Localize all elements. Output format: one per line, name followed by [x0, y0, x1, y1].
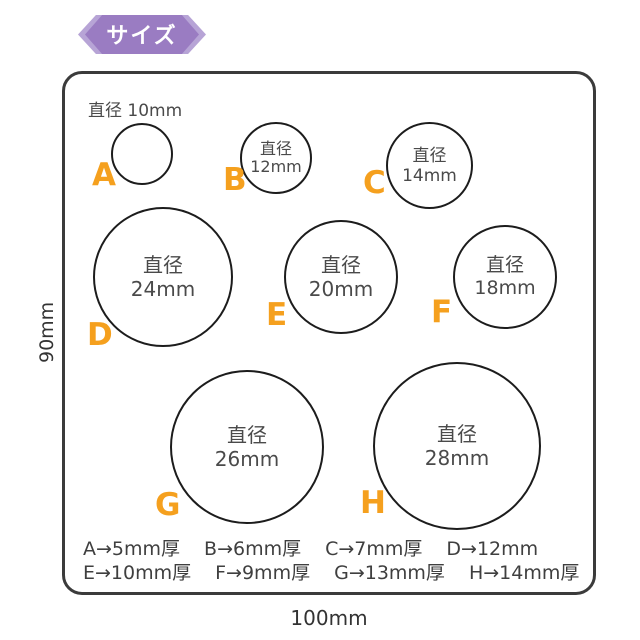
circle-d-letter: D [87, 317, 113, 353]
circle-d-size-label-line2: 24mm [130, 277, 196, 301]
legend-item-a: A→5mm厚 [83, 538, 181, 560]
circle-d: 直径 24mm [93, 207, 233, 347]
legend-item-g: G→13mm厚 [334, 562, 445, 584]
circle-f-size-label-line2: 18mm [474, 277, 536, 299]
circle-h-letter: H [360, 485, 386, 521]
legend-item-h: H→14mm厚 [468, 562, 580, 584]
circle-b-size-label-line2: 12mm [250, 157, 302, 176]
circle-e-size-label-line2: 20mm [308, 277, 374, 301]
circle-c-size-label-line1: 直径 [412, 145, 447, 166]
legend-item-b: B→6mm厚 [204, 538, 302, 560]
circle-f-letter: F [431, 294, 453, 330]
circle-h-size-label-line2: 28mm [424, 446, 490, 470]
thickness-legend-row-1: A→5mm厚 B→6mm厚 C→7mm厚 D→12mm [83, 537, 579, 561]
thickness-legend-row-2: E→10mm厚 F→9mm厚 G→13mm厚 H→14mm厚 [83, 561, 579, 585]
circle-g: 直径 26mm [170, 370, 324, 524]
circle-d-size-label-line1: 直径 [143, 253, 183, 277]
size-badge: サイズ [78, 15, 206, 54]
circle-c-letter: C [363, 165, 386, 201]
legend-item-e: E→10mm厚 [83, 562, 192, 584]
thickness-legend: A→5mm厚 B→6mm厚 C→7mm厚 D→12mm E→10mm厚 F→9m… [83, 537, 579, 585]
badge-ribbon-body [85, 15, 199, 54]
circle-c: 直径 14mm [386, 122, 473, 209]
circle-b-size-label-line1: 直径 [259, 139, 292, 158]
badge-label: サイズ [106, 23, 178, 49]
circle-e-size-label-line1: 直径 [321, 253, 361, 277]
legend-item-c: C→7mm厚 [325, 538, 423, 560]
circle-b: 直径 12mm [240, 122, 312, 194]
circle-h-size-label-line1: 直径 [437, 422, 477, 446]
circle-a-caption: 直径 10mm [88, 101, 183, 121]
circle-b-letter: B [223, 162, 247, 198]
circle-a [111, 123, 173, 185]
legend-item-f: F→9mm厚 [215, 562, 311, 584]
circle-f: 直径 18mm [453, 225, 557, 329]
circle-g-size-label-line1: 直径 [227, 423, 267, 447]
circle-g-letter: G [155, 487, 181, 523]
circle-h: 直径 28mm [373, 362, 541, 530]
circle-f-size-label-line1: 直径 [485, 254, 524, 276]
circle-g-size-label-line2: 26mm [214, 447, 280, 471]
circle-e-letter: E [266, 297, 288, 333]
circle-c-size-label-line2: 14mm [402, 165, 457, 186]
height-dimension-label: 90mm [36, 301, 58, 363]
width-dimension-label: 100mm [290, 606, 368, 630]
legend-item-d: D→12mm [446, 538, 539, 560]
circle-e: 直径 20mm [284, 220, 398, 334]
circle-a-letter: A [92, 157, 116, 193]
